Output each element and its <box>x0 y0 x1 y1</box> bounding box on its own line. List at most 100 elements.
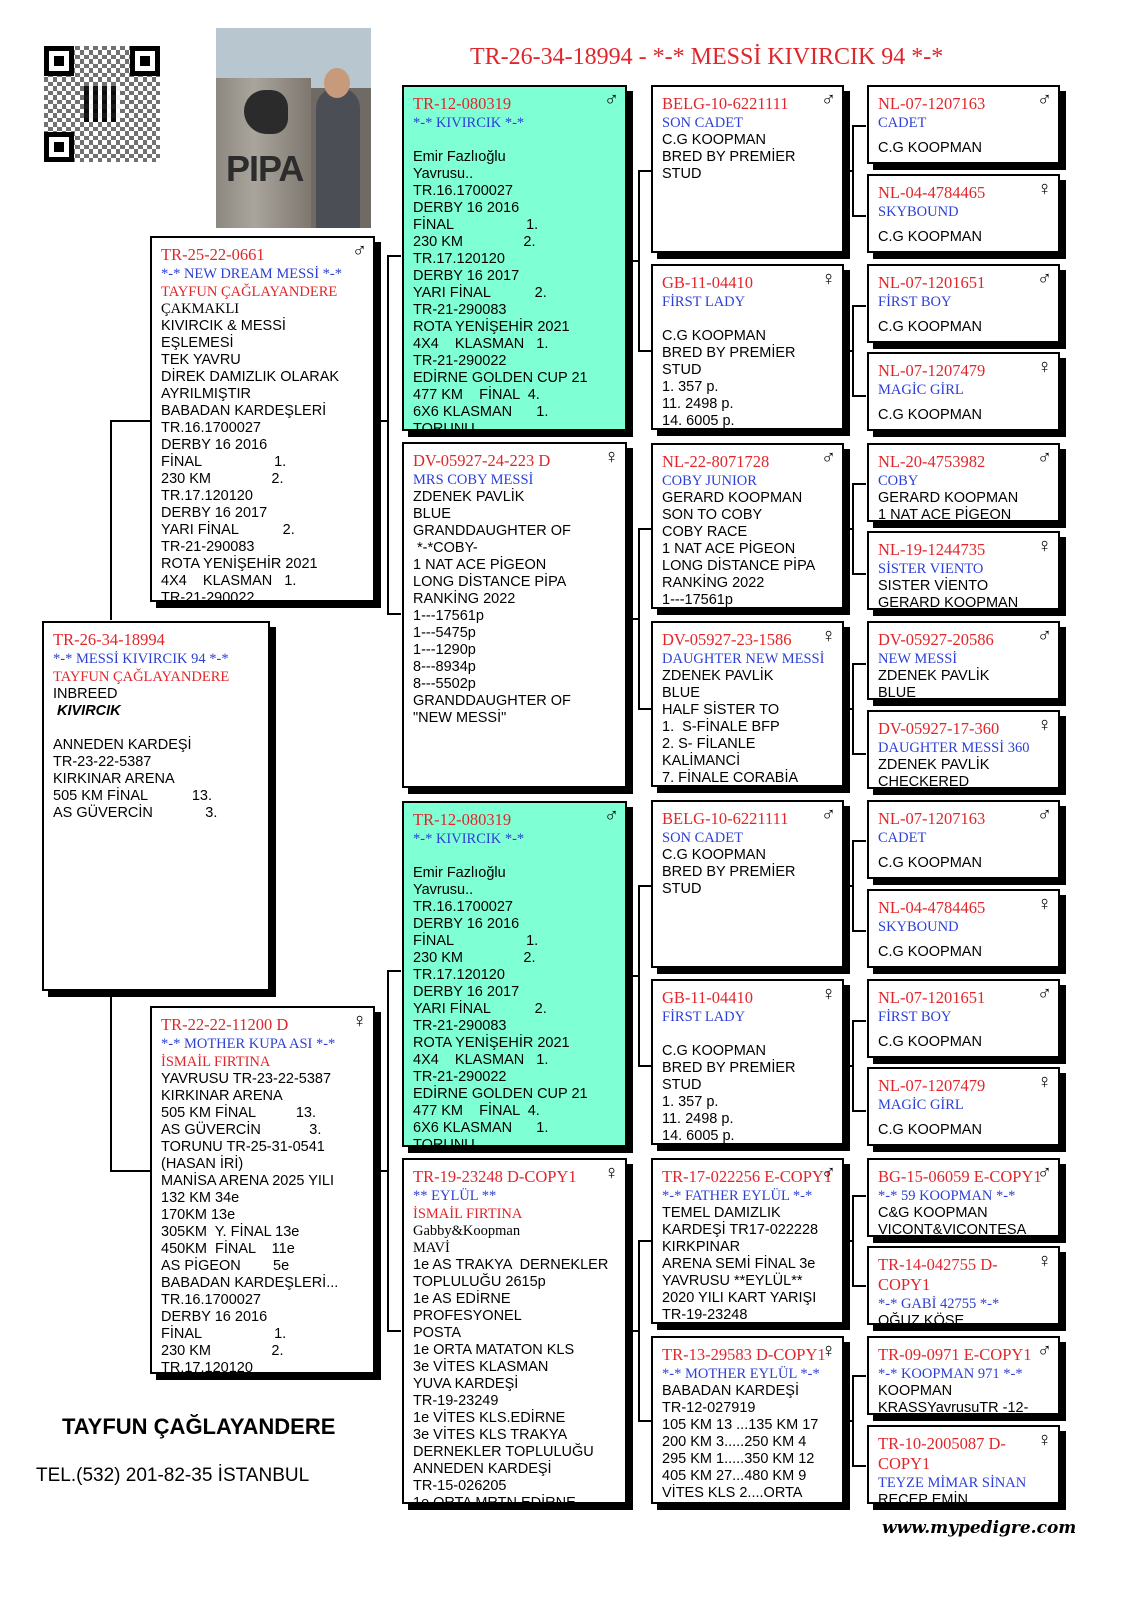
pigeon-name: COBY JUNIOR <box>662 473 757 489</box>
card-text: C.G KOOPMAN BRED BY PREMİER STUD 1. 357 … <box>662 328 796 429</box>
male-icon: ♂ <box>1037 268 1052 290</box>
ring-number: NL-20-4753982 <box>878 452 986 471</box>
ring-number: TR-12-080319 <box>413 94 512 113</box>
sire-card[interactable]: ♂ TR-25-22-0661 *-* NEW DREAM MESSİ *-* … <box>150 236 375 602</box>
ring-number: TR-25-22-0661 <box>161 245 265 264</box>
gen3-card-3[interactable]: ♂ NL-22-8071728 COBY JUNIOR GERARD KOOPM… <box>651 443 844 609</box>
gen3-card-5[interactable]: ♂ BELG-10-6221111 SON CADET C.G KOOPMAN … <box>651 800 844 968</box>
breeder-photo: PIPA <box>216 28 371 228</box>
gen4-card-14[interactable]: ♀TR-14-042755 D-COPY1*-* GABİ 42755 *-*O… <box>867 1246 1060 1325</box>
card-text: C.G KOOPMAN BRED BY PREMİER STUD <box>662 847 796 897</box>
website-link[interactable]: www.mypedigre.com <box>882 1518 1077 1538</box>
card-text: C.G KOOPMAN <box>878 944 982 960</box>
pigeon-name: SON CADET <box>662 115 743 131</box>
ring-number: BELG-10-6221111 <box>662 809 789 828</box>
male-icon: ♂ <box>604 89 619 111</box>
pigeon-name: SON CADET <box>662 830 743 846</box>
dam-card[interactable]: ♀ TR-22-22-11200 D *-* MOTHER KUPA ASI *… <box>150 1006 375 1374</box>
card-text: 1e AS TRAKYA DERNEKLER TOPLULUĞU 2615p 1… <box>413 1257 609 1504</box>
ring-number: BG-15-06059 E-COPY1 <box>878 1167 1042 1186</box>
ring-number: NL-07-1207479 <box>878 1076 986 1095</box>
card-text: SISTER VİENTO GERARD KOOPMAN <box>878 578 1019 610</box>
male-icon: ♂ <box>604 805 619 827</box>
male-icon: ♂ <box>821 447 836 469</box>
pigeon-name: MAGİC GİRL <box>878 1097 964 1113</box>
dam-dam-card[interactable]: ♀ TR-19-23248 D-COPY1 ** EYLÜL ** İSMAİL… <box>402 1158 627 1504</box>
card-color: Gabby&Koopman MAVİ <box>413 1223 521 1256</box>
card-text: C.G KOOPMAN BRED BY PREMİER STUD <box>662 132 796 182</box>
breeder-name: TAYFUN ÇAĞLAYANDERE <box>62 1414 336 1439</box>
gen3-card-8[interactable]: ♀ TR-13-29583 D-COPY1 *-* MOTHER EYLÜL *… <box>651 1336 844 1504</box>
gen3-card-6[interactable]: ♀ GB-11-04410 FİRST LADY C.G KOOPMAN BRE… <box>651 979 844 1145</box>
pigeon-name: DAUGHTER NEW MESSİ <box>662 651 825 667</box>
ring-number: DV-05927-24-223 D <box>413 451 551 470</box>
ring-number: TR-09-0971 E-COPY1 <box>878 1345 1032 1364</box>
phone-number: TEL.(532) 201-82-35 İSTANBUL <box>36 1465 310 1486</box>
male-icon: ♂ <box>821 89 836 111</box>
gen3-card-4[interactable]: ♀ DV-05927-23-1586 DAUGHTER NEW MESSİ ZD… <box>651 621 844 787</box>
female-icon: ♀ <box>1037 1250 1052 1272</box>
pigeon-name: FİRST LADY <box>662 294 746 310</box>
pigeon-name: CADET <box>878 115 927 131</box>
owner-name: TAYFUN ÇAĞLAYANDERE <box>161 284 338 300</box>
gen3-card-7[interactable]: ♂ TR-17-022256 E-COPY1 *-* FATHER EYLÜL … <box>651 1158 844 1324</box>
male-icon: ♂ <box>1037 1162 1052 1184</box>
female-icon: ♀ <box>1037 1071 1052 1093</box>
gen3-card-2[interactable]: ♀ GB-11-04410 FİRST LADY C.G KOOPMAN BRE… <box>651 264 844 430</box>
pigeon-name: ** EYLÜL ** <box>413 1188 497 1204</box>
female-icon: ♀ <box>1037 535 1052 557</box>
ring-number: TR-10-2005087 D-COPY1 <box>878 1434 1006 1473</box>
ring-number: DV-05927-23-1586 <box>662 630 792 649</box>
sire-dam-card[interactable]: ♀ DV-05927-24-223 D MRS COBY MESSİ ZDENE… <box>402 442 627 788</box>
male-icon: ♂ <box>1037 447 1052 469</box>
sire-sire-card[interactable]: ♂ TR-12-080319 *-* KIVIRCIK *-* Emir Faz… <box>402 85 627 431</box>
card-text: C.G KOOPMAN <box>878 407 982 423</box>
female-icon: ♀ <box>821 983 836 1005</box>
subject-card[interactable]: TR-26-34-18994 *-* MESSİ KIVIRCIK 94 *-*… <box>42 621 270 991</box>
pigeon-name: TEYZE MİMAR SİNAN <box>878 1475 1027 1491</box>
card-text: C.G KOOPMAN <box>878 1122 982 1138</box>
ring-number: TR-26-34-18994 <box>53 630 165 649</box>
card-text: YAVRUSU TR-23-22-5387 KIRKINAR ARENA 505… <box>161 1071 339 1374</box>
qr-code[interactable] <box>44 46 160 162</box>
card-text: ZDENEK PAVLİK BLUE HALF SİSTER TO 1. S-F… <box>662 668 799 786</box>
pigeon-name: FİRST LADY <box>662 1009 746 1025</box>
card-text: INBREED <box>53 686 118 702</box>
pigeon-name: SKYBOUND <box>878 204 959 220</box>
pigeon-name: *-* 59 KOOPMAN *-* <box>878 1188 1016 1204</box>
ring-number: TR-17-022256 E-COPY1 <box>662 1167 833 1186</box>
gen3-card-1[interactable]: ♂ BELG-10-6221111 SON CADET C.G KOOPMAN … <box>651 85 844 253</box>
dam-sire-card[interactable]: ♂ TR-12-080319 *-* KIVIRCIK *-* Emir Faz… <box>402 801 627 1147</box>
card-text: GERARD KOOPMAN SON TO COBY COBY RACE 1 N… <box>662 490 816 608</box>
pigeon-name: *-* GABİ 42755 *-* <box>878 1296 1000 1312</box>
ring-number: NL-07-1201651 <box>878 273 986 292</box>
card-text: Emir Fazlıoğlu Yavrusu.. TR.16.1700027 D… <box>413 149 588 431</box>
female-icon: ♀ <box>1037 356 1052 378</box>
female-icon: ♀ <box>1037 178 1052 200</box>
pedigree-title: TR-26-34-18994 - *-* MESSİ KIVIRCIK 94 *… <box>470 44 944 70</box>
ring-number: TR-13-29583 D-COPY1 <box>662 1345 826 1364</box>
pigeon-name: SKYBOUND <box>878 919 959 935</box>
ring-number: NL-07-1207479 <box>878 361 986 380</box>
pigeon-name: COBY <box>878 473 919 489</box>
card-text: C.G KOOPMAN <box>878 855 982 871</box>
gen4-card-13[interactable]: ♂BG-15-06059 E-COPY1*-* 59 KOOPMAN *-*C&… <box>867 1158 1060 1237</box>
female-icon: ♀ <box>821 625 836 647</box>
gen4-card-15[interactable]: ♂TR-09-0971 E-COPY1*-* KOOPMAN 971 *-*KO… <box>867 1336 1060 1415</box>
card-text: KOOPMAN KRASSYavrusuTR -12- <box>878 1383 1029 1415</box>
ring-number: TR-14-042755 D-COPY1 <box>878 1255 998 1294</box>
pigeon-name: MRS COBY MESSİ <box>413 472 534 488</box>
